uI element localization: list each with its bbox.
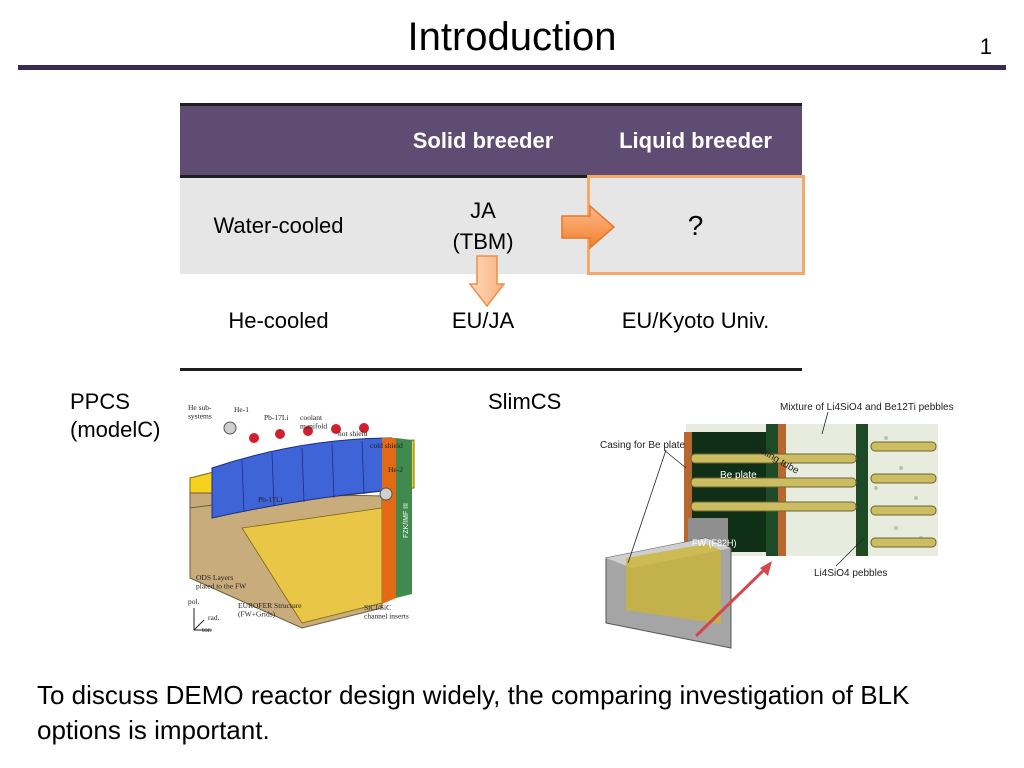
- slimcs-blanket-diagram: Mixture of Li4SiO4 and Be12Ti pebbles Ca…: [600, 402, 954, 649]
- slimcs-annotation-mixture: Mixture of Li4SiO4 and Be12Ti pebbles: [780, 402, 954, 413]
- conclusion-text: To discuss DEMO reactor design widely, t…: [37, 680, 910, 745]
- slimcs-annotation-be-plate: Be plate: [720, 470, 757, 481]
- ppcs-axis-pol: pol.: [188, 597, 200, 606]
- cell-text: (TBM): [452, 228, 514, 254]
- cell-water-liquid: ?: [687, 209, 704, 241]
- cell-text: JA: [470, 197, 496, 223]
- slimcs-label: SlimCS: [488, 389, 562, 414]
- ppcs-fzk-mark: FZK/IMF III: [403, 503, 410, 538]
- header-cell-empty: [180, 105, 377, 177]
- ppcs-annotation-he-1: He-1: [234, 405, 249, 414]
- slimcs-annotation-li4sio4: Li4SiO4 pebbles: [814, 568, 887, 579]
- arrow-right-icon: [561, 204, 616, 250]
- cell-water-solid: JA (TBM): [377, 177, 589, 274]
- ppcs-label-line1: PPCS: [70, 389, 130, 414]
- ppcs-annotation-he-sub-systems: He sub-systems: [188, 403, 212, 420]
- slide-title: Introduction: [407, 15, 617, 59]
- header-cell-solid-breeder: Solid breeder: [412, 127, 554, 153]
- ppcs-label-line2: (modelC): [70, 417, 161, 442]
- cell-he-solid: EU/JA: [451, 307, 515, 333]
- ppcs-annotation-he-2: He-2: [388, 465, 403, 474]
- highlight-box: [587, 175, 805, 275]
- ppcs-annotation-hot-shield: hot shield: [338, 429, 368, 438]
- row-label-water-cooled: Water-cooled: [213, 212, 344, 238]
- ppcs-annotation-pb-17li: Pb-17Li: [264, 413, 289, 422]
- row-label-he-cooled: He-cooled: [228, 307, 329, 333]
- ppcs-label: PPCS (modelC): [70, 388, 160, 444]
- ppcs-annotation-pb-17li-inner: Pb-17Li: [258, 495, 283, 504]
- table-header-row: Solid breeder Liquid breeder: [180, 104, 802, 177]
- ppcs-annotation-cold-shield: cold shield: [370, 441, 403, 450]
- ppcs-annotation-eurofer: EUROFER Structure(FW+Grids): [238, 601, 302, 618]
- title-divider: [18, 65, 1006, 70]
- page-number: 1: [979, 34, 992, 59]
- header-cell-liquid-breeder: Liquid breeder: [619, 127, 772, 153]
- cell-he-liquid: EU/Kyoto Univ.: [621, 307, 770, 333]
- ppcs-axis-rad: rad.: [208, 613, 220, 622]
- slimcs-annotation-fw: FW (F82H): [692, 538, 737, 548]
- slimcs-annotation-casing: Casing for Be plate: [600, 440, 685, 451]
- arrow-down-icon: [468, 255, 506, 308]
